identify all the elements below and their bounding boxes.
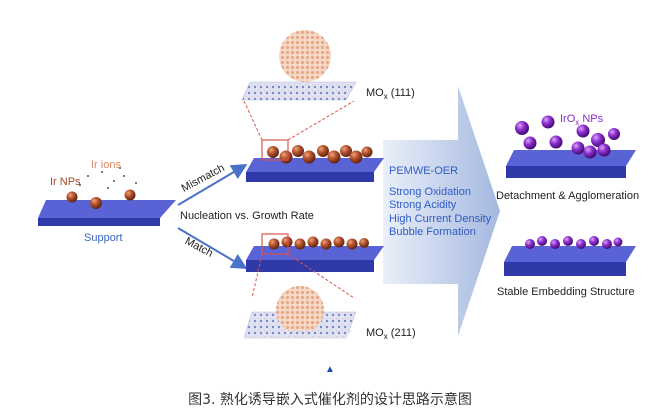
detachment-label: Detachment & Agglomeration (496, 190, 640, 202)
oer-condition: Strong Oxidation (389, 185, 471, 198)
mismatch-zoom-box (261, 139, 289, 161)
irox-embedded-particles (525, 236, 623, 249)
support-slab (38, 200, 176, 226)
mox-211-inset (243, 286, 357, 339)
ir-np-particle (66, 191, 78, 203)
mismatch-slab (246, 158, 384, 182)
detachment-slab (506, 150, 636, 178)
oer-heading: PEMWE-OER (389, 165, 459, 177)
mox-111-label: MOx (111) (366, 87, 415, 102)
stable-slab (504, 246, 636, 276)
oer-conditions-block: PEMWE-OER Strong Oxidation Strong Acidit… (389, 165, 491, 240)
irox-nps-label: IrOx NPs (560, 113, 604, 128)
oer-condition: High Current Density (389, 212, 492, 225)
ir-np-particle (90, 197, 102, 209)
ir-ions-dots (79, 167, 137, 189)
stable-label: Stable Embedding Structure (497, 286, 635, 298)
irox-detached-particles (515, 115, 620, 159)
mismatch-arrow (177, 163, 248, 206)
figure-caption: 图3. 熟化诱导嵌入式催化剂的设计思路示意图 (188, 392, 472, 408)
match-zoom-box (261, 233, 289, 255)
oer-condition: Bubble Formation (389, 226, 476, 238)
mismatch-particles (267, 145, 373, 164)
match-slab (246, 246, 384, 272)
mox-211-label: MOx (211) (366, 327, 416, 342)
support-label: Support (84, 232, 123, 244)
match-particles (268, 236, 369, 250)
ir-nps-label: Ir NPs (50, 176, 81, 188)
ir-np-particle (124, 189, 136, 201)
mox-111-inset (241, 30, 357, 101)
ir-ions-label: Ir ions (91, 159, 121, 171)
triangle-marker-icon: ▲ (325, 364, 335, 375)
match-arrow (177, 227, 248, 270)
nucleation-label: Nucleation vs. Growth Rate (180, 210, 314, 222)
oer-condition: Strong Acidity (389, 199, 457, 211)
oer-big-arrow (383, 86, 500, 336)
